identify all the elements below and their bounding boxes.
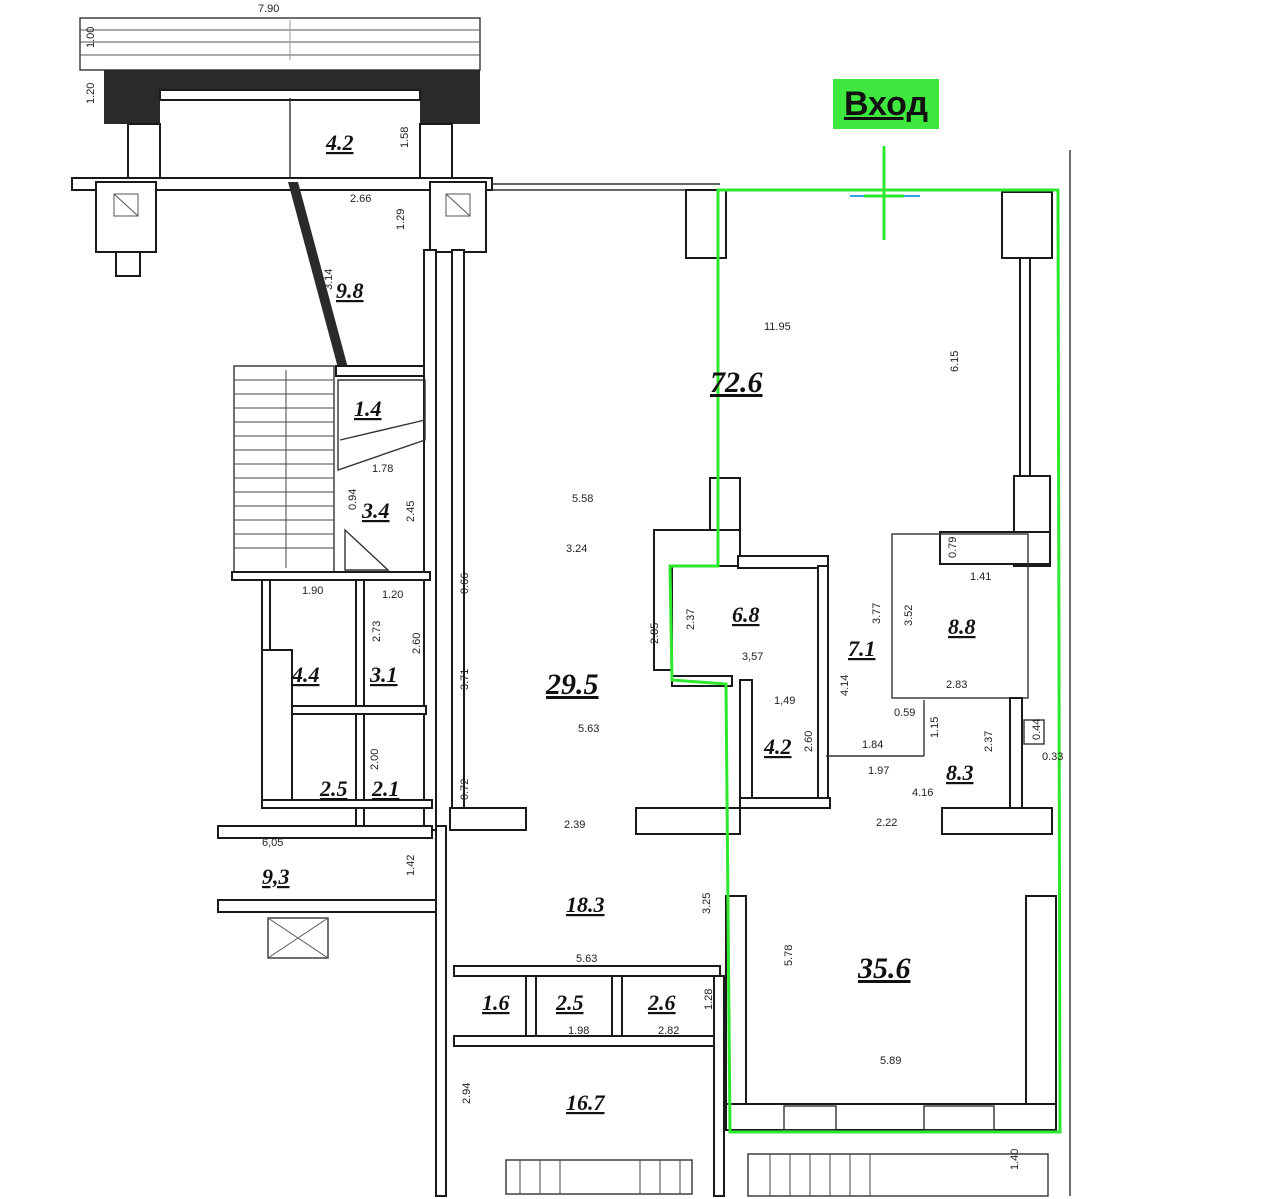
room-area-r14: 2.6 [647,990,676,1015]
room-area-r2: 9.8 [336,278,364,303]
dim-label: 2.45 [405,501,417,522]
dim-label: 2.85 [649,623,661,644]
dim-label: 1.29 [395,209,407,230]
dim-label: 2.60 [803,731,815,752]
dim-label: 2.94 [461,1083,473,1104]
dim-label: 7.90 [258,3,279,15]
entrance-label: Вход [833,79,939,129]
dim-label: 5.89 [880,1055,901,1067]
dim-label: 11.95 [764,321,791,333]
room-area-r19: 8.8 [948,614,976,639]
dim-label: 0.94 [347,489,359,510]
dim-label: 3.77 [871,603,883,624]
dim-label: 1.84 [862,739,883,751]
room-area-r21: 8.3 [946,760,974,785]
room-area-r6: 3.1 [369,662,398,687]
dim-label: 3.14 [323,269,335,290]
dim-label: 0.79 [947,537,959,558]
dim-label: 5.78 [783,945,795,966]
room-area-r4: 3.4 [361,498,390,523]
dim-label: 1.00 [85,27,97,48]
dim-label: 6.15 [949,351,961,372]
right-block [725,150,1071,1197]
room-area-r10: 29.5 [545,668,599,701]
room-area-r8: 2.1 [371,776,400,801]
dim-label: 4.16 [912,787,933,799]
dim-label: 4.14 [839,675,851,696]
dim-label: 2.22 [876,817,897,829]
dim-label: 3,57 [742,651,763,663]
dim-label: 3.71 [459,669,471,690]
dim-label: 3.52 [903,605,915,626]
dim-label: 1.97 [868,765,889,777]
dim-label: 1.40 [1009,1149,1021,1170]
room-area-r13: 2.5 [555,990,584,1015]
dim-label: 3.24 [566,543,587,555]
room-area-r18: 7.1 [848,636,876,661]
room-area-r11: 18.3 [566,892,605,917]
dim-label: 5.63 [578,723,599,735]
highlight-outline [668,188,1062,1134]
dim-label: 0.59 [894,707,915,719]
dim-label: 2.00 [369,749,381,770]
dim-label: 6,05 [262,837,283,849]
dim-label: 0.44 [1031,719,1043,740]
dim-label: 1.58 [399,127,411,148]
dim-label: 5.63 [576,953,597,965]
dim-label: 2.37 [685,609,697,630]
room-area-r15: 16.7 [566,1090,606,1115]
room-area-r16: 72.6 [710,366,763,399]
dim-label: 2.83 [946,679,967,691]
dim-label: 0.72 [459,779,471,800]
room-area-r3: 1.4 [354,396,382,421]
dim-label: 2.39 [564,819,585,831]
room-area-r22: 35.6 [857,952,911,985]
dim-label: 0.33 [1042,751,1063,763]
room-area-r12: 1.6 [482,990,510,1015]
dim-label: 1.15 [929,717,941,738]
top-balcony [71,17,720,368]
dim-label: 0.66 [459,573,471,594]
room-area-r5: 4.4 [291,662,320,687]
dim-label: 5.58 [572,493,593,505]
dimension-labels: 7.90 1.00 1.20 1.58 2.66 1.29 3.14 1.78 … [85,3,1063,1170]
dim-label: 2.60 [411,633,423,654]
dim-label: 2.66 [350,193,371,205]
dim-label: 1.90 [302,585,323,597]
dim-label: 1.78 [372,463,393,475]
room-area-r1: 4.2 [325,130,354,155]
room-area-r17: 6.8 [732,602,760,627]
dim-label: 2.37 [983,731,995,752]
dim-label: 2.82 [658,1025,679,1037]
dim-label: 1.20 [85,83,97,104]
dim-label: 1.42 [405,855,417,876]
dim-label: 1.98 [568,1025,589,1037]
left-block [217,249,465,1197]
dim-label: 3.25 [701,893,713,914]
room-area-r20: 4.2 [763,734,792,759]
room-area-r9: 9,3 [262,864,290,889]
dim-label: 1.20 [382,589,403,601]
dim-label: 1,49 [774,695,795,707]
room-area-r7: 2.5 [319,776,348,801]
dim-label: 2.73 [371,621,383,642]
dim-label: 1.28 [703,989,715,1010]
dim-label: 1.41 [970,571,991,583]
